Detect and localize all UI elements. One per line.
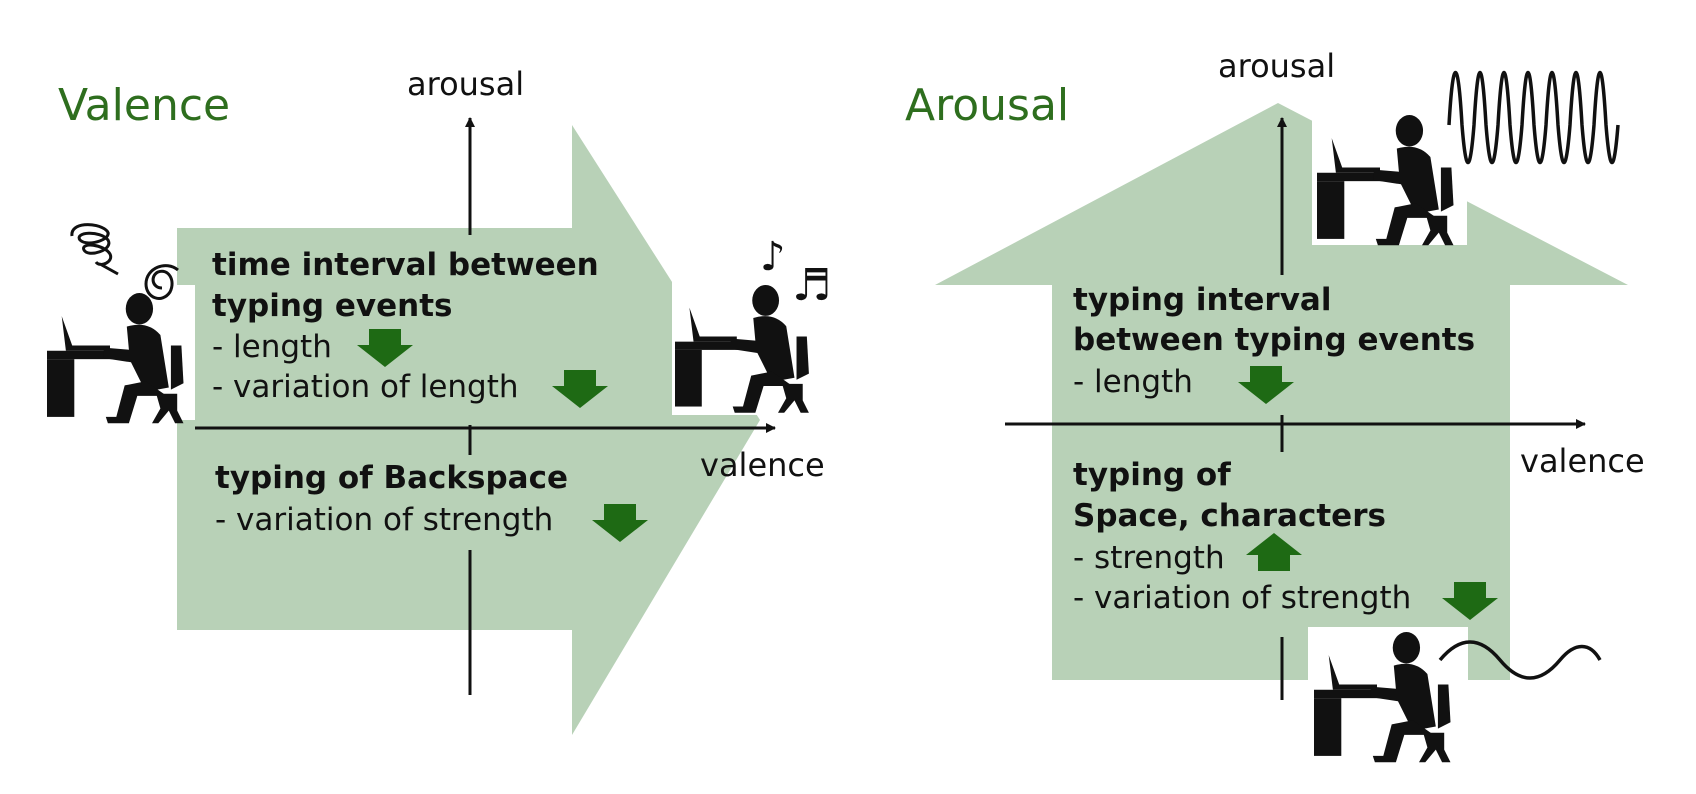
happy-typist-icon [672,280,822,415]
valence-panel-title: Valence [58,80,230,131]
down-arrow-icon [552,370,608,408]
low-frequency-wave-icon [1438,640,1602,680]
stressed-typist-icon [45,285,195,424]
left-valence-axis-label: valence [700,446,825,484]
scribble-icon [70,223,119,276]
spiral-icon [144,264,179,300]
excited-typist-icon [1312,110,1467,246]
arousal-panel: Arousal arousal valence typing interval … [905,47,1645,763]
right-group2-item2-label: - variation of strength [1073,580,1411,616]
arousal-panel-title: Arousal [905,80,1069,131]
valence-panel: Valence arousal valence time interval be… [45,65,831,735]
right-valence-axis-label: valence [1520,442,1645,480]
calm-typist-icon [1308,627,1468,763]
left-group1-heading-line1: time interval between [212,247,599,283]
right-group1-item1-label: - length [1073,364,1193,400]
left-group2-heading: typing of Backspace [215,460,568,496]
right-group2-item1-label: - strength [1073,540,1225,576]
right-group2-heading-line2: Space, characters [1073,498,1386,534]
right-group1-heading-line2: between typing events [1073,322,1475,358]
right-group2-heading-line1: typing of [1073,457,1231,493]
down-arrow-icon [592,504,648,542]
down-arrow-icon [1442,582,1498,620]
down-arrow-icon [357,329,413,367]
down-arrow-icon [1238,366,1294,404]
left-arousal-axis-label: arousal [407,65,524,103]
music-note-icon: ♪ [760,234,786,280]
left-group1-heading-line2: typing events [212,288,453,324]
left-group1-item2-label: - variation of length [212,369,519,405]
right-group1-heading-line1: typing interval [1073,282,1331,318]
left-group1-item1-label: - length [212,329,332,365]
right-arousal-axis-label: arousal [1218,47,1335,85]
double-music-note-icon: ♬ [792,260,831,311]
left-group2-item1-label: - variation of strength [215,502,553,538]
up-arrow-icon [1246,533,1302,571]
high-frequency-wave-icon [1447,71,1620,164]
